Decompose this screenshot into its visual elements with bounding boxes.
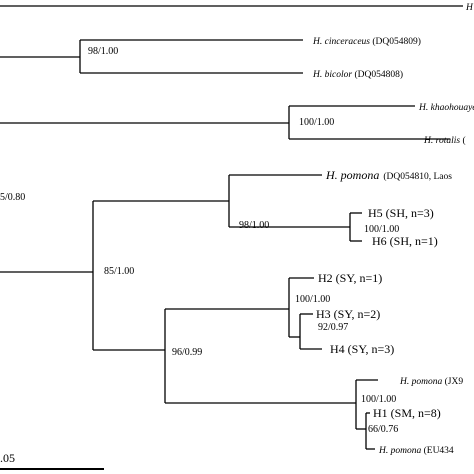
taxon-pomona-eu: H. pomona	[378, 446, 421, 456]
label-h1: H1 (SM, n=8)	[373, 406, 441, 420]
accession-pomona-jx: (JX9	[445, 376, 464, 387]
taxon-pomona-jx: H. pomona	[399, 377, 442, 387]
scale-label: .05	[0, 451, 15, 465]
taxon-bicolor: H. bicolor	[312, 70, 352, 80]
support-h5-h6: 100/1.00	[364, 224, 399, 235]
support-cin-bic: 98/1.00	[88, 46, 118, 57]
taxon-cinceraceus: H. cinceraceus	[312, 37, 370, 47]
accession-bicolor: (DQ054808)	[354, 69, 403, 80]
support-sm: 100/1.00	[361, 394, 396, 405]
accession-cinceraceus: (DQ054809)	[372, 36, 421, 47]
support-sy: 100/1.00	[295, 294, 330, 305]
support-pomona-all: 85/1.00	[104, 266, 134, 277]
label-rotalis: H. rotalis (	[423, 135, 466, 146]
label-h3: H3 (SY, n=2)	[316, 307, 380, 321]
label-pomona-eu: H. pomona (EU434	[378, 445, 454, 456]
support-left-cut: 5/0.80	[0, 192, 25, 203]
label-h2: H2 (SY, n=1)	[318, 271, 382, 285]
taxon-pomona-laos: H. pomona	[325, 168, 379, 182]
label-cinceraceus: H. cinceraceus (DQ054809)	[312, 36, 421, 47]
support-h3-h4: 92/0.97	[318, 322, 348, 333]
accession-rotalis: (	[462, 135, 465, 146]
label-bicolor: H. bicolor (DQ054808)	[312, 69, 403, 80]
taxon-rotalis: H. rotalis	[423, 136, 460, 146]
label-top-cut: H	[465, 3, 474, 13]
accession-pomona-laos: (DQ054810, Laos	[383, 171, 452, 182]
support-sy-sm: 96/0.99	[172, 347, 202, 358]
label-pomona-jx: H. pomona (JX9	[399, 376, 463, 387]
label-h5: H5 (SH, n=3)	[368, 206, 434, 220]
support-kha-rot: 100/1.00	[299, 117, 334, 128]
label-h6: H6 (SH, n=1)	[372, 234, 438, 248]
support-h1-eu: 66/0.76	[368, 424, 398, 435]
support-pomona-sh: 98/1.00	[239, 220, 269, 231]
label-h4: H4 (SY, n=3)	[330, 342, 394, 356]
label-khaohouayensis: H. khaohouayensis	[418, 103, 474, 113]
accession-pomona-eu: (EU434	[424, 445, 454, 456]
label-pomona-laos: H. pomona (DQ054810, Laos	[325, 166, 452, 183]
